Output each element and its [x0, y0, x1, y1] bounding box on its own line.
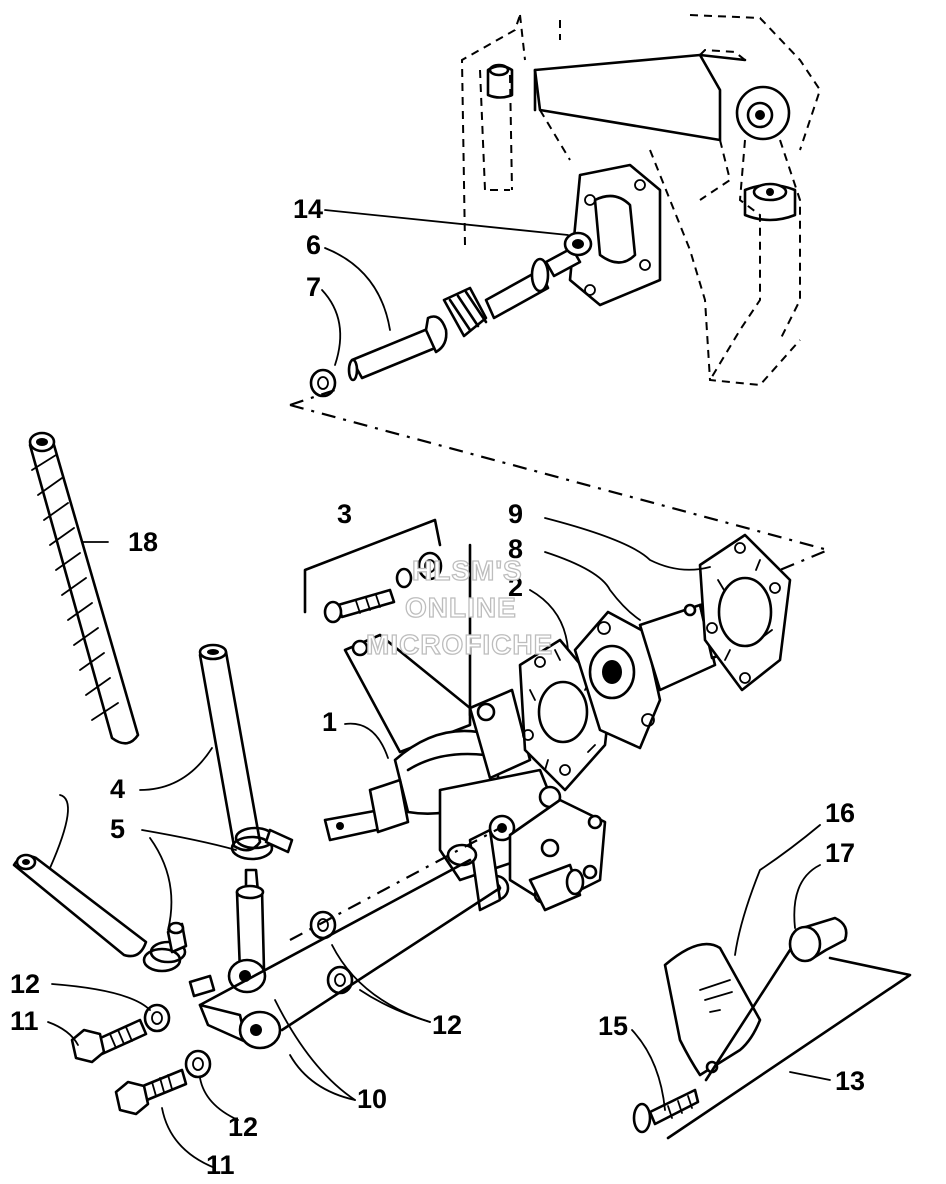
callout-3: 3: [337, 499, 352, 529]
callout-9: 9: [508, 499, 523, 529]
callout-11b: 11: [206, 1150, 235, 1180]
callout-13: 13: [835, 1066, 865, 1096]
oil-hose-lower: [12, 853, 148, 958]
pump-center-line-lower: [280, 886, 502, 1032]
pump-center-line-upper: [289, 827, 501, 941]
banjo-fitting-upper: [188, 868, 267, 998]
callout-16: 16: [825, 798, 855, 828]
callout-8: 8: [508, 534, 523, 564]
oil-hose-upper: [198, 643, 262, 852]
hose-clamp-upper: [230, 826, 294, 861]
banjo-bolt-upper: [70, 1018, 148, 1064]
callout-2: 2: [508, 572, 523, 602]
callout-4: 4: [110, 774, 125, 804]
callout-5: 5: [110, 814, 125, 844]
shaft-bushing: [563, 231, 593, 257]
watermark-line-2: ONLINE: [405, 592, 517, 623]
watermark-line-1: HLSM'S: [412, 555, 523, 586]
engine-case: [460, 14, 822, 387]
callout-1: 1: [322, 707, 337, 737]
banjo-bolt-lower: [114, 1068, 188, 1116]
callout-10: 10: [357, 1084, 387, 1114]
watermark-line-3: MICROFICHE: [366, 629, 553, 660]
pump-drive-shaft: [347, 246, 582, 382]
leader-lines: [47, 209, 831, 1169]
cover-screw: [632, 1088, 700, 1134]
adapter-gasket: [698, 533, 792, 692]
callout-7: 7: [306, 272, 321, 302]
mount-gasket: [518, 638, 612, 792]
mounting-hardware: [303, 518, 443, 624]
shaft-washer: [309, 368, 337, 398]
cover-assembly-line: [704, 948, 792, 1082]
washer-set: [143, 910, 354, 1079]
callout-12c: 12: [228, 1112, 258, 1142]
callout-18: 18: [128, 527, 158, 557]
callout-12a: 12: [10, 969, 40, 999]
watermark: HLSM'S ONLINE MICROFICHE: [365, 554, 553, 660]
hose-clamp-lower: [142, 921, 188, 973]
spiral-wrap-hose: [28, 431, 140, 745]
alignment-line: [289, 388, 832, 572]
oil-pump-body: [323, 688, 607, 912]
callout-numbers: 14 6 7 3 9 8 2 18 1 4 5 16 17 12 11 12 1…: [10, 194, 865, 1180]
callout-17: 17: [825, 838, 855, 868]
pump-bracket: [343, 543, 472, 754]
cover-cap: [788, 916, 848, 963]
cover-plate: [663, 942, 762, 1077]
callout-11a: 11: [10, 1006, 39, 1036]
callout-14: 14: [293, 194, 323, 224]
callout-15: 15: [598, 1011, 628, 1041]
callout-12b: 12: [432, 1010, 462, 1040]
callout-6: 6: [306, 230, 321, 260]
banjo-fitting-lower: [198, 1003, 282, 1050]
